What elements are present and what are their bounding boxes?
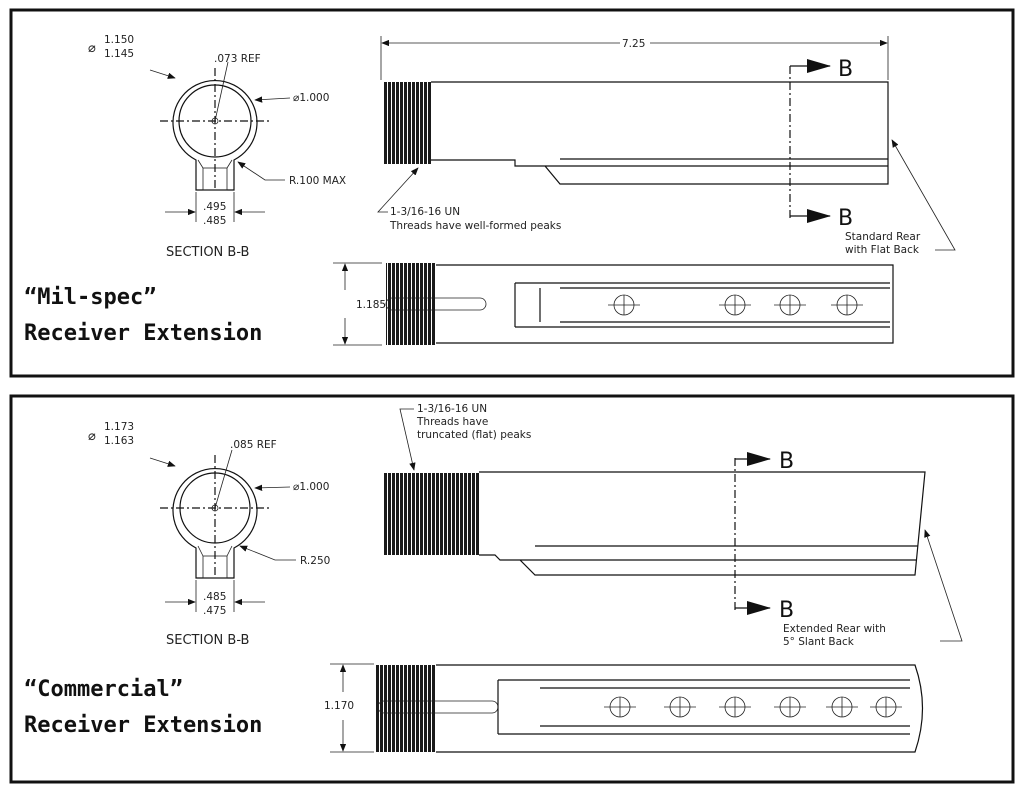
panel-title-2: Receiver Extension xyxy=(24,321,262,346)
side-view: 7.25 B B 1-3/16-16 UN Threads have well-… xyxy=(377,36,956,256)
section-label: SECTION B-B xyxy=(166,633,249,648)
thread-note-desc-2: truncated (flat) peaks xyxy=(417,429,531,441)
section-mark-bottom: B xyxy=(779,598,794,623)
radius-note: R.250 xyxy=(300,555,330,567)
lug-min: .485 xyxy=(203,215,226,227)
section-mark-bottom: B xyxy=(838,206,853,231)
section-label: SECTION B-B xyxy=(166,245,249,260)
rear-note-1: Standard Rear xyxy=(845,231,921,243)
thread-note-spec: 1-3/16-16 UN xyxy=(390,206,460,218)
lug-min: .475 xyxy=(203,605,226,617)
wall-ref: .085 REF xyxy=(230,439,277,451)
thread-note-desc: Threads have well-formed peaks xyxy=(389,220,561,232)
height-dimension: 1.170 xyxy=(324,700,354,712)
od-min: 1.163 xyxy=(104,435,134,447)
lug-max: .495 xyxy=(203,201,226,213)
top-view: 1.170 xyxy=(324,663,924,753)
section-view: ⌀ 1.150 1.145 .073 REF ⌀1.000 R.100 MAX … xyxy=(88,34,346,260)
rear-note-1: Extended Rear with xyxy=(783,623,886,635)
od-max: 1.173 xyxy=(104,421,134,433)
radius-note: R.100 MAX xyxy=(289,175,346,187)
top-view: 1.185 xyxy=(333,262,894,346)
panel-title-1: “Commercial” xyxy=(24,677,183,702)
thread-note-spec: 1-3/16-16 UN xyxy=(417,403,487,415)
diameter-symbol: ⌀ xyxy=(88,41,96,56)
panel-title-2: Receiver Extension xyxy=(24,713,262,738)
section-mark-top: B xyxy=(779,449,794,474)
section-view: ⌀ 1.173 1.163 .085 REF ⌀1.000 R.250 .485… xyxy=(88,421,330,648)
inner-diameter: ⌀1.000 xyxy=(293,481,329,493)
height-dimension: 1.185 xyxy=(356,299,386,311)
lug-max: .485 xyxy=(203,591,226,603)
od-min: 1.145 xyxy=(104,48,134,60)
panel-border xyxy=(9,394,1015,784)
thread-section xyxy=(383,82,431,164)
od-max: 1.150 xyxy=(104,34,134,46)
diameter-symbol: ⌀ xyxy=(88,429,96,444)
panel-mil-spec: ⌀ 1.150 1.145 .073 REF ⌀1.000 R.100 MAX … xyxy=(9,8,1015,378)
thread-section xyxy=(383,473,479,555)
length-dimension: 7.25 xyxy=(622,38,645,50)
rear-note-2: 5° Slant Back xyxy=(783,636,855,648)
panel-commercial: ⌀ 1.173 1.163 .085 REF ⌀1.000 R.250 .485… xyxy=(9,394,1015,784)
thread-note-desc-1: Threads have xyxy=(416,416,488,428)
section-mark-top: B xyxy=(838,57,853,82)
side-view: B B 1-3/16-16 UN Threads have truncated … xyxy=(383,403,963,648)
panel-border xyxy=(9,8,1015,378)
wall-ref: .073 REF xyxy=(214,53,261,65)
inner-diameter: ⌀1.000 xyxy=(293,92,329,104)
rear-note-2: with Flat Back xyxy=(845,244,920,256)
panel-title-1: “Mil-spec” xyxy=(24,285,156,310)
